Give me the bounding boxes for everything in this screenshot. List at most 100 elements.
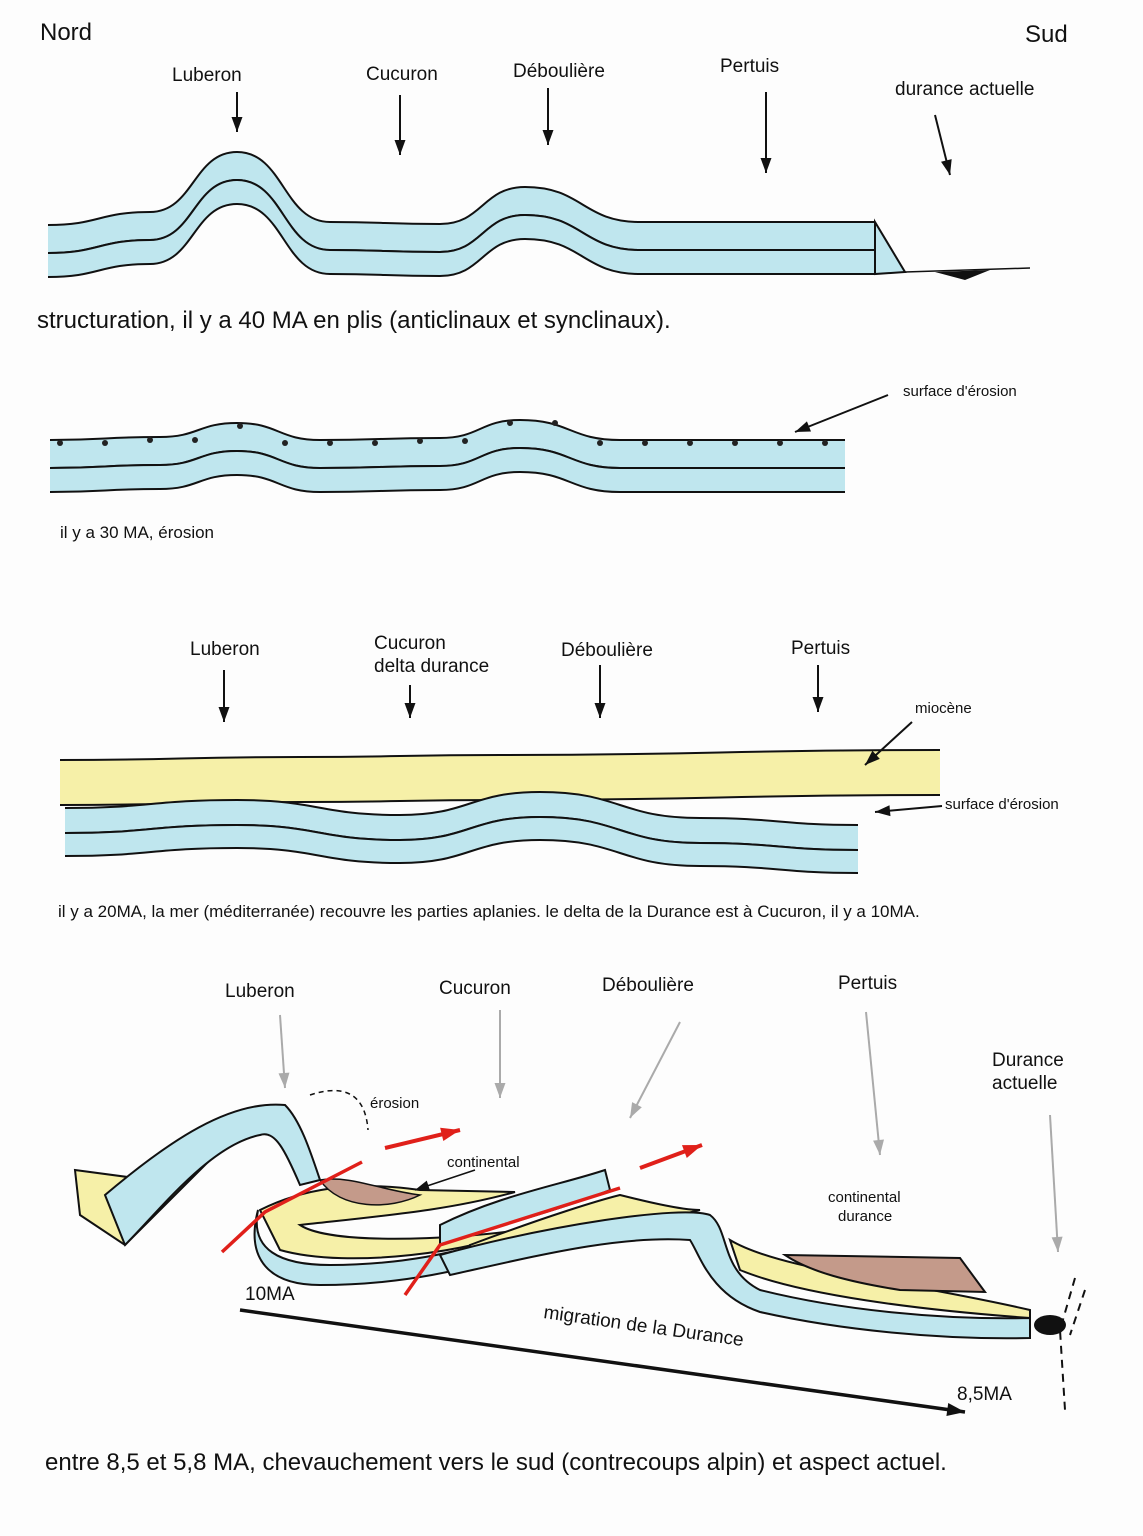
p2-erosion-debris <box>147 437 153 443</box>
p4-fault-2 <box>403 1186 621 1297</box>
p3-label-luberon: Luberon <box>190 639 260 660</box>
p4-durance-dashed-line <box>1058 1277 1076 1411</box>
p2-erosion-debris <box>552 420 558 426</box>
p4-label-durance: Durance <box>992 1050 1064 1071</box>
geology-layers <box>47 88 1086 1416</box>
p4-arrow-3 <box>865 1011 881 1156</box>
p4-durance-channel <box>1034 1315 1066 1335</box>
p3-upper-limestone <box>65 792 858 850</box>
p1-upper-limestone-top-line <box>47 150 875 226</box>
p4-thrust-arrow-1-head <box>440 1127 460 1142</box>
label-sud: Sud <box>1025 21 1068 48</box>
p2-erosion-debris <box>462 438 468 444</box>
p4-label-actuelle: actuelle <box>992 1073 1058 1094</box>
p1-lower-limestone-bottom-line <box>47 202 875 278</box>
p3-label-delta: delta durance <box>374 656 489 677</box>
p3-lower-limestone <box>65 817 858 873</box>
p2-erosion-debris <box>687 440 693 446</box>
p3-arrow-0-head <box>218 706 230 722</box>
p2-erosion-debris <box>822 440 828 446</box>
p3-lower-limestone-bottom-line <box>64 838 859 874</box>
p2-annotation-erosion: surface d'érosion <box>903 383 1017 400</box>
p3-arrow-1-head <box>404 702 416 718</box>
p3-lower-limestone-top-line <box>64 815 859 851</box>
p3-label-cucuron: Cucuron <box>374 633 446 654</box>
p4-continental-deposit <box>318 1178 423 1206</box>
p4-time-start: 10MA <box>245 1284 295 1305</box>
p3-label-debouliere: Déboulière <box>561 640 653 661</box>
p4-fault-1 <box>220 1160 363 1254</box>
p1-arrow-1-head <box>394 139 406 155</box>
p1-label-durance-actuelle: durance actuelle <box>895 79 1034 100</box>
p2-lower-limestone-bottom-line <box>49 470 845 494</box>
p1-label-cucuron: Cucuron <box>366 64 438 85</box>
p4-arrow-2-head <box>630 1102 642 1118</box>
p4-annotation-continental: continental <box>447 1154 520 1171</box>
p1-durance-deposit <box>935 270 990 280</box>
p3-upper-limestone-top-line <box>64 790 859 826</box>
p4-migration-arrow <box>239 1308 966 1414</box>
p1-lower-limestone-top-line <box>47 178 875 254</box>
p4-migration-label: migration de la Durance <box>542 1302 745 1351</box>
p1-arrow-4-head <box>941 159 952 175</box>
p2-erosion-debris <box>777 440 783 446</box>
p2-lower-limestone <box>50 448 845 492</box>
p3-miocene-layer-top-line <box>59 749 941 761</box>
p2-erosion-debris <box>192 437 198 443</box>
p2-erosion-arrow-head <box>795 421 811 432</box>
p2-erosion-debris <box>57 440 63 446</box>
p4-arrow-4 <box>1049 1114 1059 1253</box>
p2-erosion-debris <box>642 440 648 446</box>
p4-continental-arrow-head <box>415 1180 430 1191</box>
p2-lower-limestone-top-line <box>49 446 845 470</box>
p1-arrow-2-head <box>542 129 554 145</box>
p2-erosion-debris <box>327 440 333 446</box>
p2-erosion-arrow <box>794 394 889 433</box>
p3-annotation-erosion: surface d'érosion <box>945 796 1059 813</box>
p4-label-luberon: Luberon <box>225 981 295 1002</box>
p4-annotation-erosion: érosion <box>370 1095 419 1112</box>
p2-erosion-debris <box>282 440 288 446</box>
p4-label-pertuis: Pertuis <box>838 973 897 994</box>
p3-arrow-3-head <box>812 696 824 712</box>
p3-label-pertuis: Pertuis <box>791 638 850 659</box>
p1-cliff <box>874 218 907 276</box>
p1-label-debouliere: Déboulière <box>513 61 605 82</box>
p1-caption: structuration, il y a 40 MA en plis (ant… <box>37 307 671 334</box>
p4-time-end: 8,5MA <box>957 1384 1012 1405</box>
p2-upper-limestone-top-line <box>49 418 845 442</box>
p4-annotation-continental-1: continental <box>828 1189 901 1206</box>
p2-erosion-debris <box>507 420 513 426</box>
p4-migration-arrow-head <box>946 1403 965 1416</box>
p4-label-debouliere: Déboulière <box>602 975 694 996</box>
p2-caption: il y a 30 MA, érosion <box>60 523 214 542</box>
p2-erosion-debris <box>102 440 108 446</box>
p1-upper-limestone <box>48 152 875 253</box>
p4-durance-dashed-line-2 <box>1069 1289 1086 1336</box>
p2-erosion-debris <box>237 423 243 429</box>
label-nord: Nord <box>40 19 92 46</box>
p4-arrow-4-head <box>1051 1236 1063 1252</box>
p2-erosion-debris <box>417 438 423 444</box>
p4-caption: entre 8,5 et 5,8 MA, chevauchement vers … <box>45 1449 947 1476</box>
p4-thrust-arrow-2-head <box>682 1145 702 1158</box>
p4-annotation-continental-2: durance <box>838 1208 892 1225</box>
p1-arrow-3-head <box>760 157 772 173</box>
p4-arrow-0-head <box>278 1072 290 1088</box>
p3-caption: il y a 20MA, la mer (méditerranée) recou… <box>58 902 920 921</box>
p4-arrow-2 <box>629 1021 681 1119</box>
p3-erosion-arrow-head <box>875 805 891 817</box>
p3-arrow-2-head <box>594 702 606 718</box>
p1-label-luberon: Luberon <box>172 65 242 86</box>
p2-upper-limestone <box>50 420 845 468</box>
p4-continental-durance-deposit <box>781 1253 988 1294</box>
p4-arrow-3-head <box>873 1139 884 1155</box>
p1-label-pertuis: Pertuis <box>720 56 779 77</box>
p1-lower-limestone <box>48 180 875 277</box>
p4-pertuis-limestone <box>438 1211 1031 1340</box>
p2-erosion-debris <box>732 440 738 446</box>
p1-durance-level <box>904 267 1031 273</box>
p4-label-cucuron: Cucuron <box>439 978 511 999</box>
